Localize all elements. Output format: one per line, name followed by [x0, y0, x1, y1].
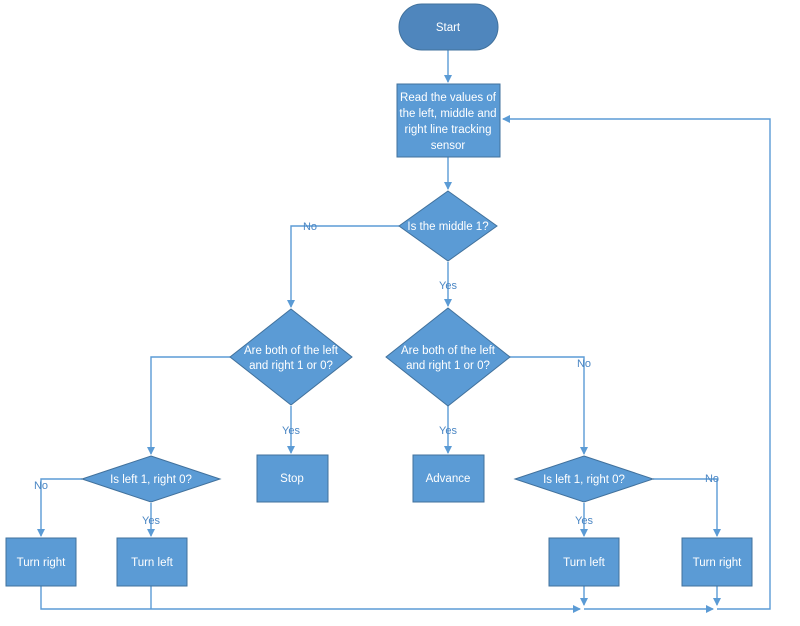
turn-left-left-process: Turn left: [116, 537, 188, 587]
edge-left1-right-no: [653, 478, 721, 537]
turn-right-right-box: [681, 537, 753, 587]
edge-left1-left-no: [37, 478, 82, 537]
edge-both-right-no: [510, 356, 588, 455]
decision-both-left-diamond: [229, 308, 353, 406]
decision-both-right: Are both of the left and right 1 or 0?: [385, 307, 511, 407]
label-both-right-no: No: [577, 358, 591, 370]
edge-bottom-bus: [40, 586, 581, 613]
turn-left-right-box: [548, 537, 620, 587]
turn-right-right-label: Turn right: [693, 557, 743, 569]
label-left1-left-no: No: [34, 480, 48, 492]
edge-loop-back: [502, 115, 771, 610]
decision-both-right-diamond: [385, 307, 511, 407]
label-left1-right-no: No: [705, 473, 719, 485]
label-both-right-yes: Yes: [439, 425, 457, 437]
decision-left1-left: Is left 1, right 0?: [80, 455, 222, 503]
decision-both-left-line-1: Are both of the left: [244, 345, 339, 357]
read-sensors-line-4: sensor: [431, 140, 466, 152]
turn-left-right-process: Turn left: [548, 537, 620, 587]
decision-both-left: Are both of the left and right 1 or 0?: [229, 308, 353, 406]
turn-right-left-box: [5, 537, 77, 587]
decision-left1-right-diamond: [513, 455, 655, 503]
turn-left-left-box: [116, 537, 188, 587]
start-terminal: [398, 3, 499, 51]
label-middle-yes: Yes: [439, 280, 457, 292]
decision-left1-left-label: Is left 1, right 0?: [110, 474, 192, 486]
decision-middle: Is the middle 1?: [398, 190, 498, 262]
read-sensors-line-2: the left, middle and: [399, 108, 496, 120]
read-sensors-process: Read the values of the left, middle and …: [396, 83, 501, 158]
label-middle-no: No: [303, 221, 317, 233]
connectors: [37, 50, 771, 613]
read-sensors-line-3: right line tracking: [405, 124, 492, 136]
turn-right-right-process: Turn right: [681, 537, 753, 587]
label-left1-left-yes: Yes: [142, 515, 160, 527]
turn-left-right-label: Turn left: [563, 557, 606, 569]
label-left1-right-yes: Yes: [575, 515, 593, 527]
decision-left1-right: Is left 1, right 0?: [513, 455, 655, 503]
advance-box: [412, 454, 485, 503]
edge-labels: No Yes Yes Yes No No Yes Yes No: [34, 221, 719, 527]
advance-process: Advance: [412, 454, 485, 503]
edge-middle-no: [287, 225, 399, 308]
label-both-left-yes: Yes: [282, 425, 300, 437]
start-node: Start: [398, 3, 499, 51]
stop-box: [256, 454, 329, 503]
decision-middle-diamond: [398, 190, 498, 262]
decision-both-right-line-2: and right 1 or 0?: [406, 360, 490, 372]
decision-left1-left-diamond: [80, 455, 222, 503]
decision-both-right-line-1: Are both of the left: [401, 345, 496, 357]
read-sensors-box: [396, 83, 501, 158]
decision-left1-right-label: Is left 1, right 0?: [543, 474, 625, 486]
turn-right-left-process: Turn right: [5, 537, 77, 587]
decision-middle-label: Is the middle 1?: [407, 221, 488, 233]
start-label: Start: [436, 22, 461, 34]
read-sensors-line-1: Read the values of: [400, 92, 497, 104]
stop-process: Stop: [256, 454, 329, 503]
stop-label: Stop: [280, 473, 304, 485]
edge-both-left-no: [147, 356, 230, 455]
turn-left-left-label: Turn left: [131, 557, 174, 569]
decision-both-left-line-2: and right 1 or 0?: [249, 360, 333, 372]
turn-right-left-label: Turn right: [17, 557, 67, 569]
advance-label: Advance: [426, 473, 471, 485]
